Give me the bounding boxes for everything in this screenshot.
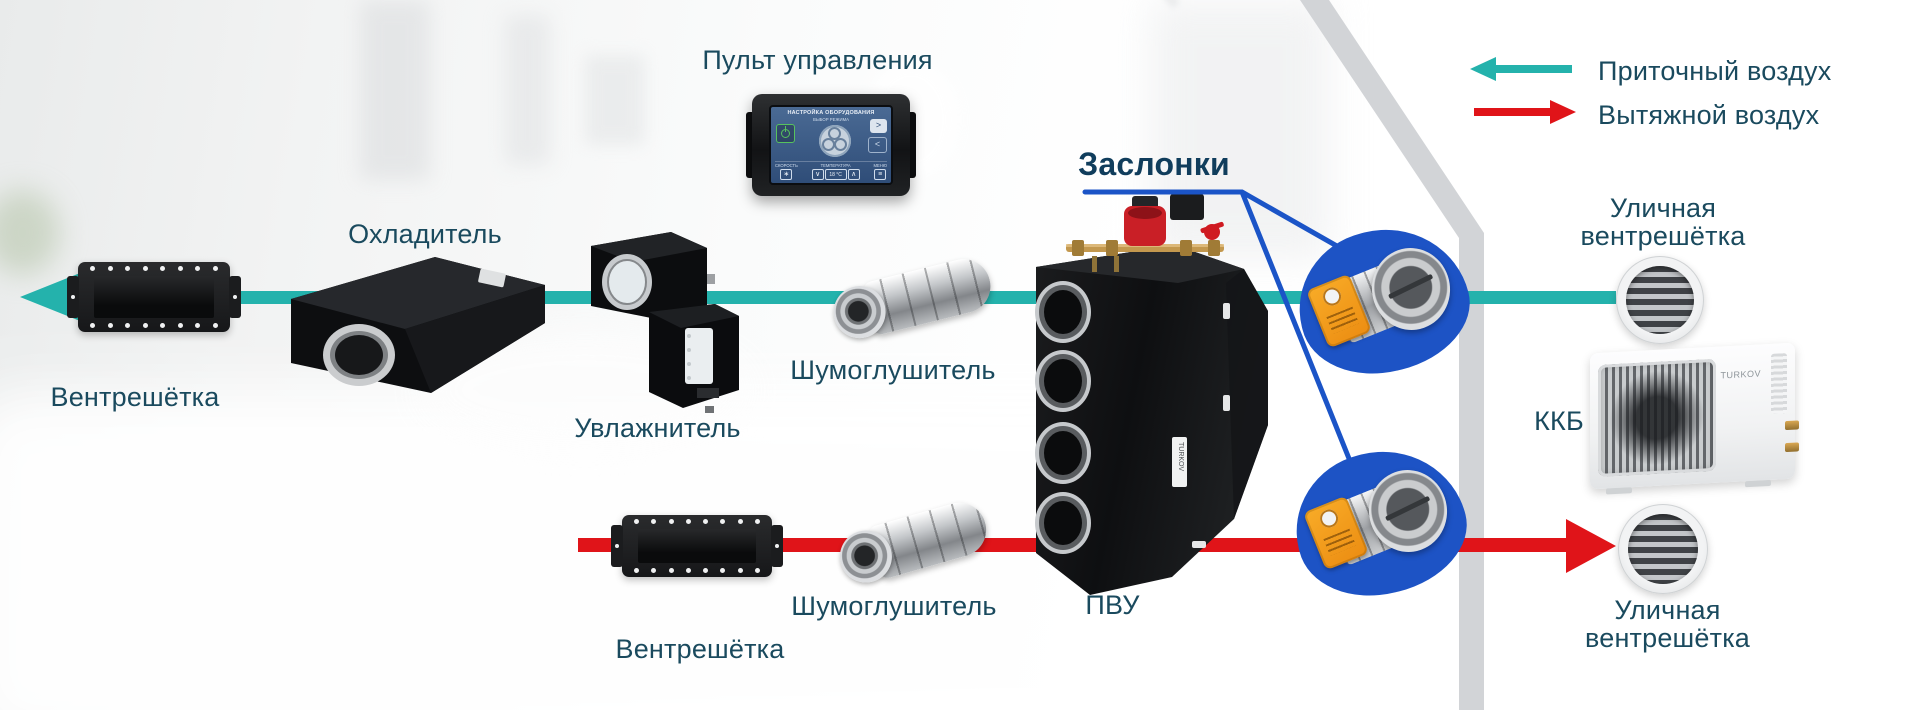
legend-exhaust-arrowhead-icon (1550, 100, 1576, 124)
outdoor-grille-top-label: Уличная вентрешётка (1580, 193, 1746, 251)
kkb-side-vents (1771, 353, 1787, 414)
grille-slats (1628, 514, 1698, 584)
screen-title: НАСТРОЙКА ОБОРУДОВАНИЯ (787, 110, 875, 116)
fan-speed-button[interactable]: ∗ (780, 169, 793, 180)
temp-down-button[interactable]: ∨ (811, 169, 824, 180)
prev-button[interactable]: < (868, 137, 887, 153)
temperature-label: ТЕМПЕРАТУРА (820, 163, 851, 168)
kkb-brand-text: TURKOV (1720, 368, 1761, 381)
grille-mount-tab (771, 525, 783, 567)
power-button[interactable] (776, 124, 795, 143)
pvu-duct-ports (1035, 281, 1091, 554)
cooler-label: Охладитель (348, 219, 502, 249)
next-button[interactable]: > (870, 119, 887, 133)
exhaust-intake-arrow-icon (733, 580, 755, 630)
panel-ear (746, 112, 755, 178)
grille-bolts (90, 266, 218, 271)
wall-band (1300, 0, 1484, 710)
legend-supply-arrow-tail (1494, 65, 1572, 73)
humidifier-unit (591, 232, 739, 413)
vent-grille-bottom-label: Вентрешётка (615, 634, 785, 664)
cooler-unit (291, 257, 545, 393)
legend-exhaust-arrow-tail (1474, 108, 1552, 116)
exhaust-intake-arrow-icon (634, 466, 656, 516)
kkb-fan-grille (1598, 358, 1716, 477)
mode-select-label: ВЫБОР РЕЖИМА (812, 117, 850, 122)
panel-screen: НАСТРОЙКА ОБОРУДОВАНИЯ ВЫБОР РЕЖИМА > < … (769, 105, 893, 185)
humidifier-label: Увлажнитель (574, 413, 741, 443)
cooler-sticker (478, 268, 506, 288)
dampers-title: Заслонки (1078, 146, 1230, 182)
pvu-brand-sticker (1172, 437, 1187, 487)
exhaust-air-arrowhead-icon (1566, 519, 1616, 573)
exhaust-intake-arrow-icon (700, 580, 722, 630)
silencer-bottom-label: Шумоглушитель (791, 591, 997, 621)
damper-exhaust (1280, 433, 1480, 613)
pvu-brand-text: TURKOV (1177, 442, 1184, 472)
outdoor-grille-bottom (1618, 504, 1708, 594)
outdoor-grille-bottom-label: Уличная вентрешётка (1584, 595, 1751, 653)
temp-value: 18 °C (824, 169, 847, 180)
kkb-condenser-unit: TURKOV (1590, 342, 1799, 496)
grille-panel (638, 529, 756, 563)
fan-mode-icon[interactable] (819, 125, 851, 157)
control-panel-device: НАСТРОЙКА ОБОРУДОВАНИЯ ВЫБОР РЕЖИМА > < … (746, 94, 916, 196)
valve-actuator-box (1170, 194, 1204, 220)
exhaust-intake-arrow-icon (634, 580, 656, 630)
speed-label: СКОРОСТЬ (775, 163, 798, 168)
menu-group: МЕНЮ ≡ (873, 163, 887, 183)
exhaust-intake-arrow-icon (667, 466, 689, 516)
grille-mount-tab (67, 276, 79, 318)
temperature-group: ТЕМПЕРАТУРА ∨ 18 °C ∧ (811, 163, 860, 183)
menu-label: МЕНЮ (873, 163, 887, 168)
kkb-refrigerant-valve (1785, 420, 1799, 431)
grille-mount-tab (611, 525, 623, 567)
vent-grille-left-label: Вентрешётка (50, 382, 220, 412)
legend-supply-arrowhead-icon (1470, 57, 1496, 81)
grille-slats (1626, 266, 1694, 334)
red-valve (1204, 224, 1220, 240)
panel-ear (907, 112, 916, 178)
humidifier-cartridge (685, 328, 713, 384)
outdoor-grille-top (1616, 256, 1704, 344)
legend-exhaust-label: Вытяжной воздух (1598, 100, 1820, 130)
silencer-top-label: Шумоглушитель (790, 355, 996, 385)
grille-mount-tab (229, 276, 241, 318)
speed-group: СКОРОСТЬ ∗ (775, 163, 798, 183)
vent-grille-bottom (611, 515, 783, 577)
pvu-pump-assembly (1066, 194, 1224, 272)
control-panel-label: Пульт управления (702, 45, 933, 75)
damper-supply (1283, 211, 1483, 391)
exhaust-intake-arrow-icon (667, 580, 689, 630)
grille-panel (94, 276, 214, 318)
exhaust-intake-arrow-icon (700, 466, 722, 516)
grille-bolts (634, 519, 760, 524)
exhaust-intake-arrow-icon (733, 466, 755, 516)
pvu-unit: TURKOV (1035, 245, 1268, 595)
legend-supply-label: Приточный воздух (1598, 56, 1832, 86)
vent-grille-left (67, 262, 241, 332)
kkb-label: ККБ (1534, 406, 1584, 436)
pvu-label: ПВУ (1085, 590, 1140, 620)
temp-up-button[interactable]: ∧ (847, 169, 860, 180)
menu-button[interactable]: ≡ (874, 169, 887, 180)
grille-bolts (634, 568, 760, 573)
grille-bolts (90, 323, 218, 328)
kkb-refrigerant-valve (1785, 442, 1799, 453)
pump-motor (1132, 196, 1158, 209)
